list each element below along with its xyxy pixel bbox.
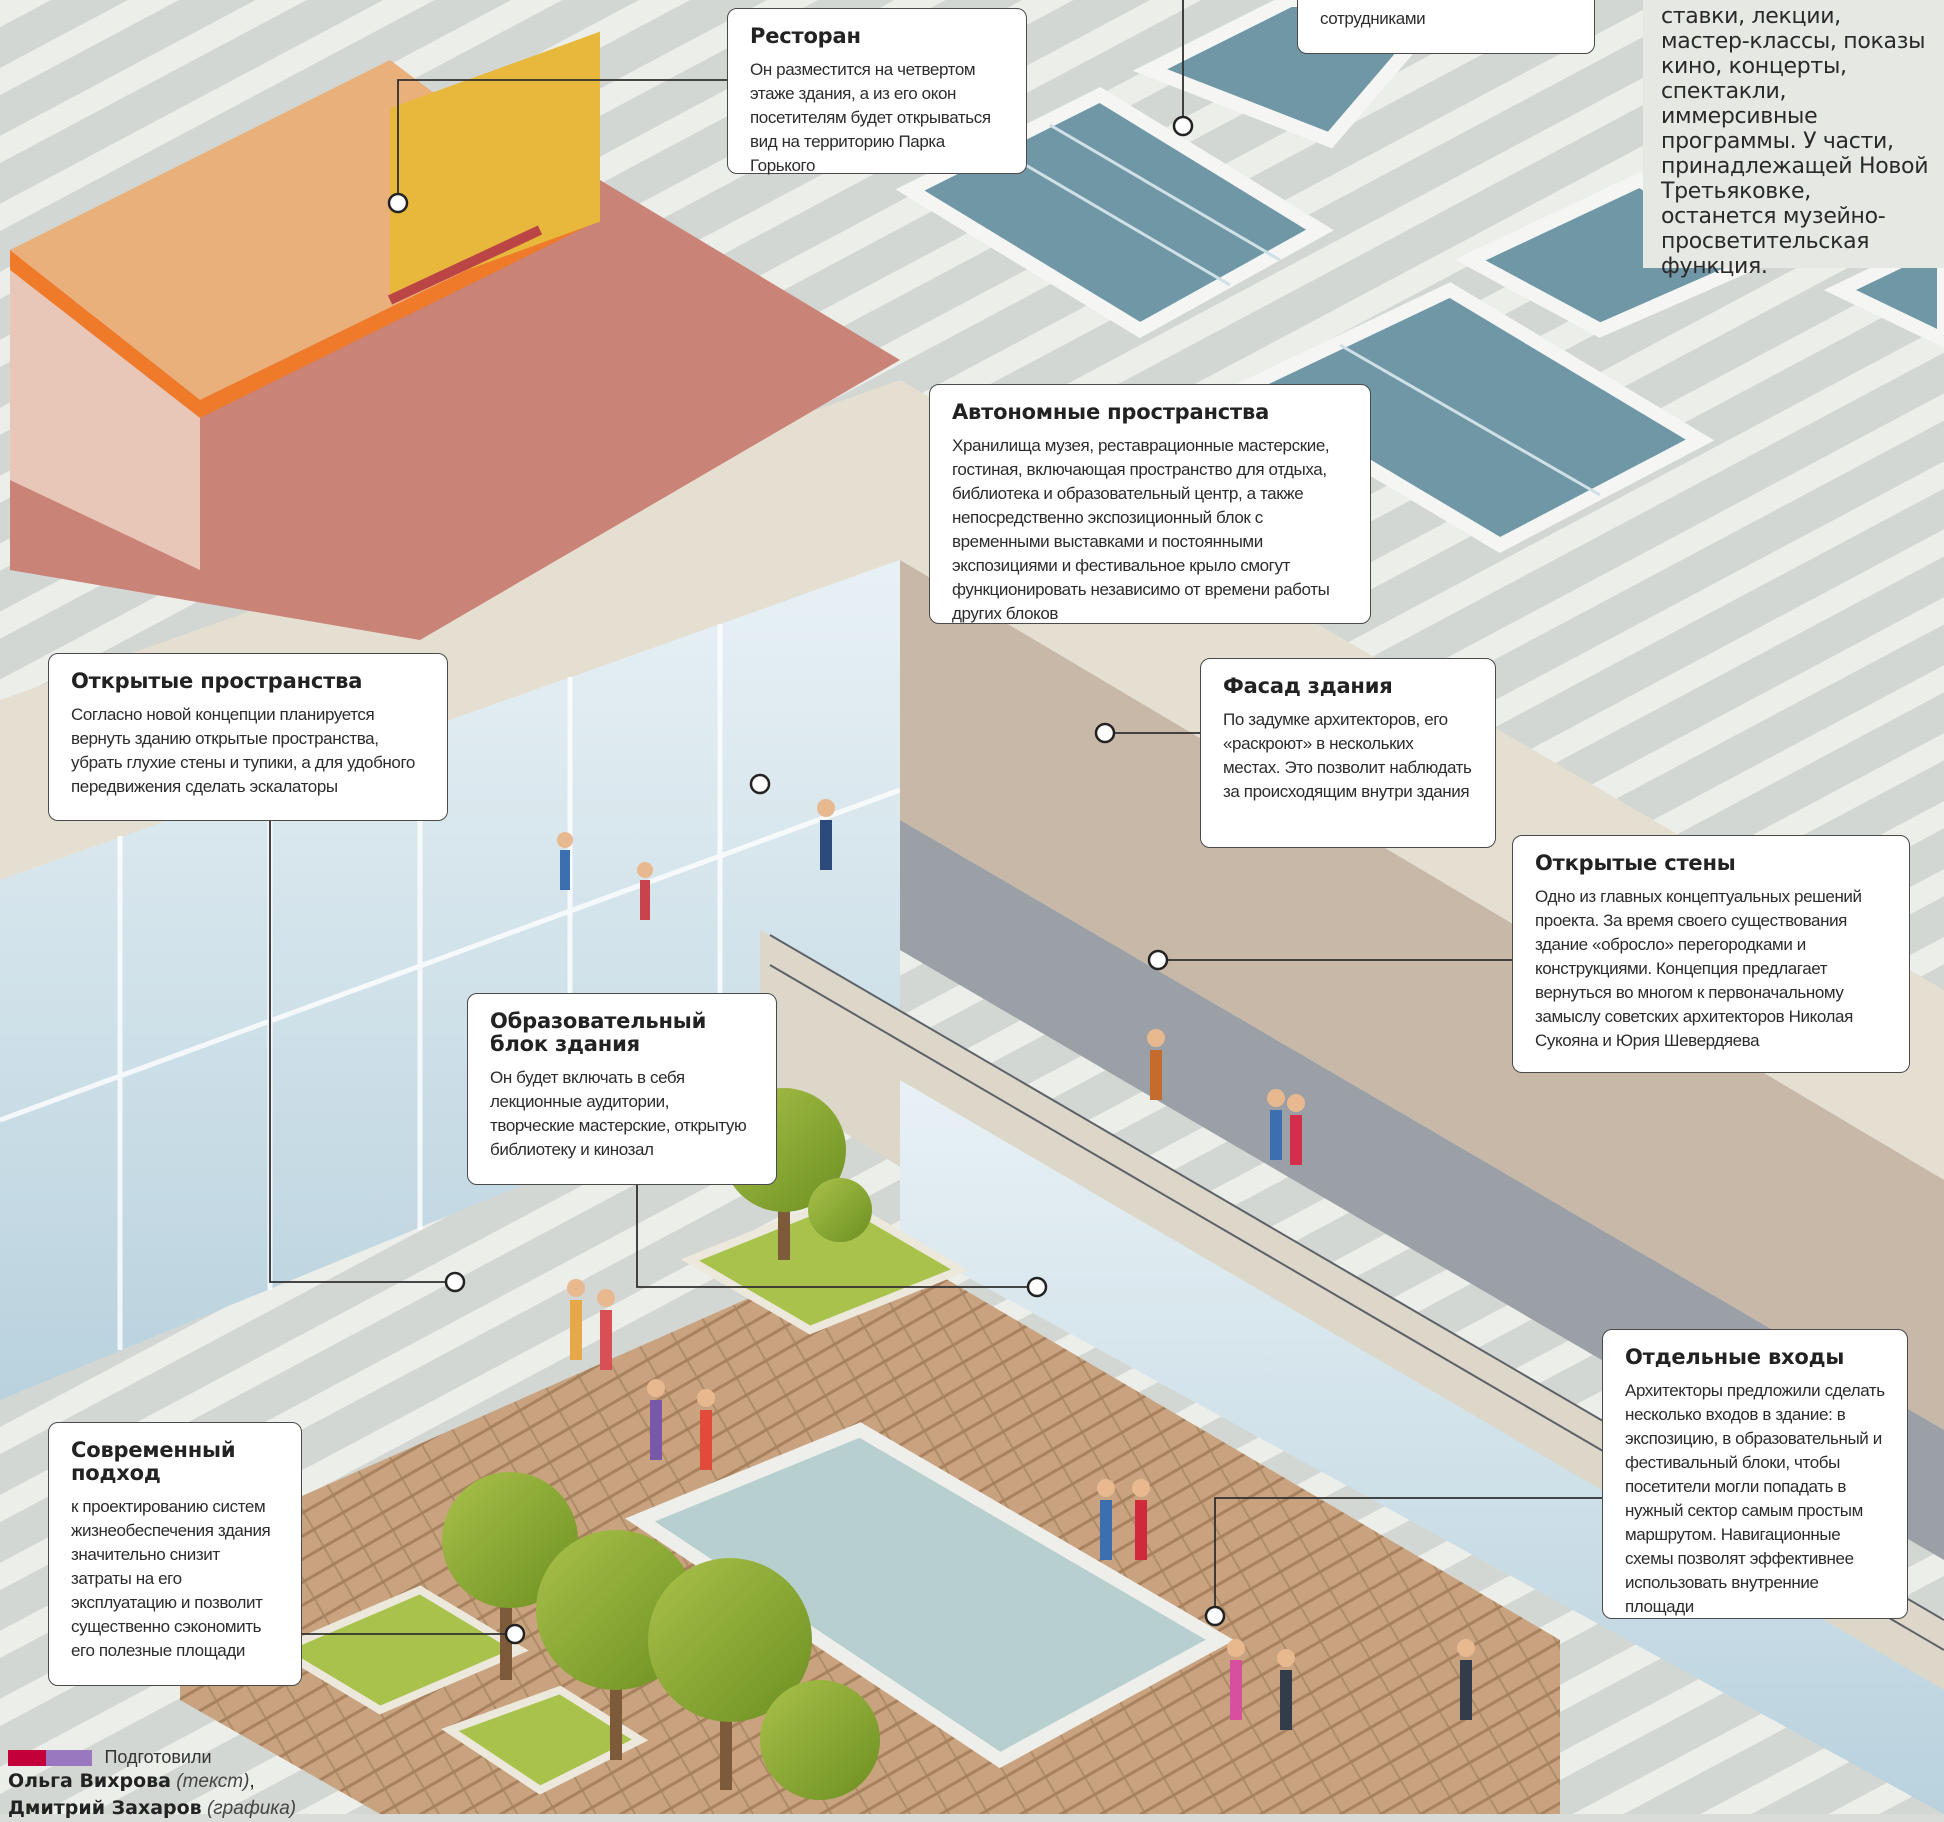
callout-facade: Фасад здания По задумке архитекторов, ег…	[1200, 658, 1496, 848]
callout-modern-approach: Современный подход к проектированию сист…	[48, 1422, 302, 1686]
callout-entrances-title: Отдельные входы	[1625, 1345, 1845, 1369]
callout-autonomous: Автономные пространства Хранилища музея,…	[929, 384, 1371, 624]
callout-open-walls-text: Одно из главных концептуальных решений п…	[1535, 887, 1862, 1050]
side-note: ставки, лекции, мастер-классы, показы ки…	[1643, 0, 1944, 279]
side-note-text: ставки, лекции, мастер-классы, показы ки…	[1661, 4, 1929, 279]
callout-restaurant: Ресторан Он разместится на четвертом эта…	[727, 8, 1027, 175]
credit-author-2: Дмитрий Захаров	[8, 1797, 202, 1819]
lawn-patches	[271, 1195, 970, 1795]
callout-facade-title: Фасад здания	[1223, 674, 1393, 698]
right-floor-interior	[900, 560, 1944, 1430]
callout-education: Образовательный блок здания Он будет вкл…	[467, 993, 777, 1185]
credit-role-2: (графика)	[206, 1798, 297, 1819]
callout-education-text: Он будет включать в себя лекционные ауди…	[490, 1068, 747, 1159]
callout-autonomous-title: Автономные пространства	[952, 400, 1270, 424]
credits: Подготовили Ольга Вихрова (текст), Дмитр…	[8, 1747, 297, 1819]
credit-color-bar-red	[8, 1749, 50, 1766]
callout-entrances: Отдельные входы Архитекторы предложили с…	[1602, 1329, 1908, 1619]
callout-restaurant-title: Ресторан	[750, 24, 861, 48]
restaurant-terrace	[10, 120, 900, 640]
callout-education-title: Образовательный блок здания	[490, 1009, 707, 1056]
callout-open-spaces-title: Открытые пространства	[71, 669, 363, 693]
lower-glass	[900, 1080, 1944, 1814]
callout-top-partial-text: сотрудниками	[1320, 9, 1426, 28]
callout-restaurant-text: Он разместится на четвертом этаже здания…	[750, 60, 991, 175]
callout-leaders	[269, 0, 1602, 1635]
callout-open-walls-title: Открытые стены	[1535, 851, 1736, 875]
callout-modern-text: к проектированию систем жизнеобеспечения…	[71, 1497, 271, 1660]
callout-open-walls: Открытые стены Одно из главных концептуа…	[1512, 835, 1910, 1073]
trees	[442, 1088, 880, 1800]
callout-entrances-text: Архитекторы предложили сделать несколько…	[1625, 1381, 1885, 1616]
credit-role-1: (текст)	[176, 1771, 250, 1792]
callout-top-partial: сотрудниками	[1297, 0, 1595, 54]
credit-color-bar-purple	[46, 1749, 92, 1766]
callout-modern-title: Современный подход	[71, 1438, 236, 1485]
callout-facade-text: По задумке архитекторов, его «раскроют» …	[1223, 710, 1472, 801]
callout-open-spaces: Открытые пространства Согласно новой кон…	[48, 653, 448, 821]
pool	[625, 1422, 1235, 1769]
glass-atrium	[0, 560, 900, 1400]
callout-markers	[387, 115, 1226, 1645]
credit-author-1: Ольга Вихрова	[8, 1770, 171, 1792]
callout-open-spaces-text: Согласно новой концепции планируется вер…	[71, 705, 415, 796]
people-figures	[557, 799, 1475, 1730]
callout-autonomous-text: Хранилища музея, реставрационные мастерс…	[952, 436, 1330, 623]
credits-lead: Подготовили	[104, 1747, 212, 1767]
